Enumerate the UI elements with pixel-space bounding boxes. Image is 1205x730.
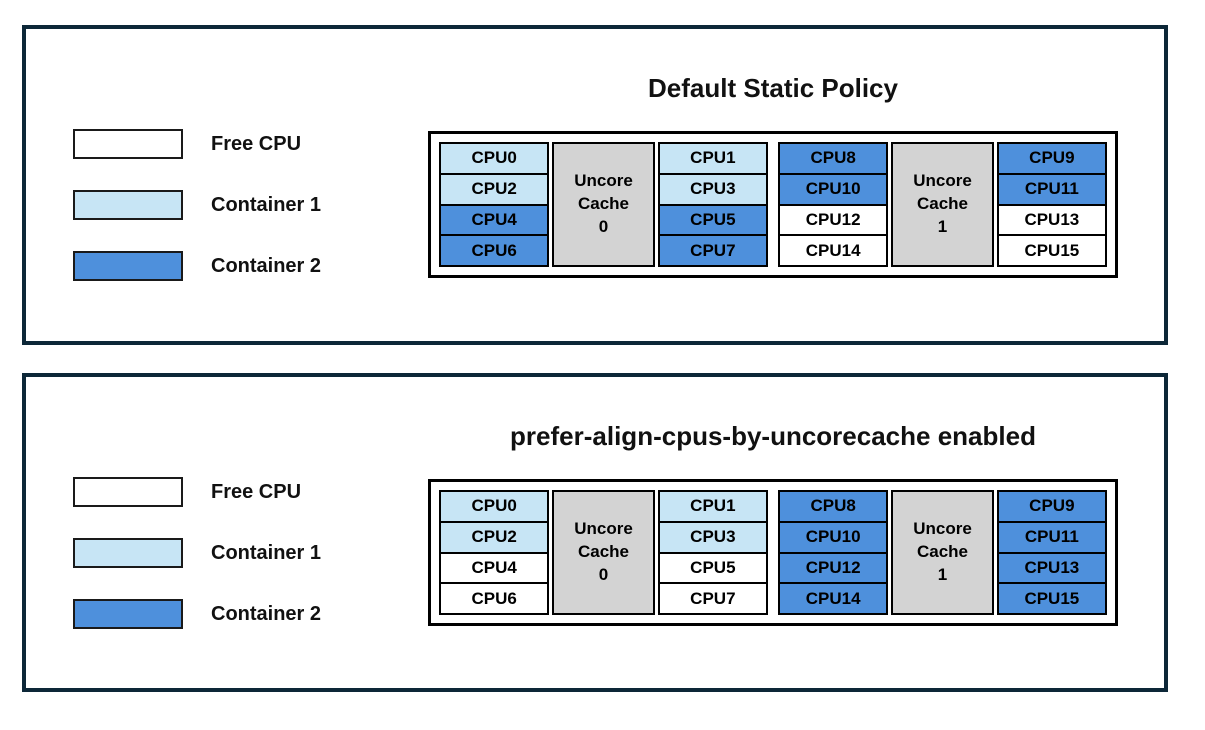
cpu-cell: CPU1 xyxy=(657,142,768,175)
uncore-cache-label-line: 1 xyxy=(937,216,948,236)
cpu-cell: CPU6 xyxy=(439,234,550,267)
cpu-cell: CPU2 xyxy=(439,520,550,554)
cpu-cell: CPU9 xyxy=(996,142,1107,175)
cpu-cell: CPU3 xyxy=(657,520,768,554)
uncore-cache-label-line: Uncore xyxy=(913,519,972,539)
uncore-cache-0-group: CPU0 CPU2 CPU4 CPU6 Uncore Cache 0 CPU1 … xyxy=(439,142,768,267)
legend-label: Container 1 xyxy=(211,541,322,564)
cpu-cell: CPU3 xyxy=(657,172,768,206)
legend-swatch-free-cpu xyxy=(73,129,183,159)
uncore-cache-label-line: Uncore xyxy=(913,171,972,191)
cpu-cell: CPU13 xyxy=(996,203,1107,237)
uncore-cache-label-line: Cache xyxy=(916,194,968,214)
cpu-cell: CPU5 xyxy=(657,551,768,585)
cpu-cell: CPU12 xyxy=(778,551,889,585)
cpu-cell: CPU9 xyxy=(996,490,1107,523)
cpu-cell: CPU13 xyxy=(996,551,1107,585)
legend-label: Container 1 xyxy=(211,193,322,216)
cpu-cell: CPU8 xyxy=(778,490,889,523)
legend-swatch-container-2 xyxy=(73,251,183,281)
legend-label: Container 2 xyxy=(211,254,322,277)
cpu-cell: CPU7 xyxy=(657,234,768,267)
uncore-cache-label-line: Uncore xyxy=(574,171,633,191)
cpu-topology-diagram: CPU0 CPU2 CPU4 CPU6 Uncore Cache 0 CPU1 … xyxy=(428,479,1118,626)
uncore-cache-label-line: 0 xyxy=(598,216,609,236)
cpu-cell: CPU12 xyxy=(778,203,889,237)
uncore-cache-label-line: 0 xyxy=(598,564,609,584)
uncore-cache-label-line: Cache xyxy=(577,542,629,562)
panel-title: prefer-align-cpus-by-uncorecache enabled xyxy=(510,421,1036,451)
cpu-column-right: CPU9 CPU11 CPU13 CPU15 xyxy=(996,142,1107,267)
legend-item-container-2: Container 2 xyxy=(73,599,321,629)
legend-label: Free CPU xyxy=(211,480,302,503)
uncore-cache-label-line: Cache xyxy=(577,194,629,214)
cpu-cell: CPU5 xyxy=(657,203,768,237)
cpu-cell: CPU11 xyxy=(996,520,1107,554)
cpu-cell: CPU14 xyxy=(778,582,889,615)
legend-swatch-free-cpu xyxy=(73,477,183,507)
uncore-cache-0-box: Uncore Cache 0 xyxy=(552,142,655,267)
uncore-cache-label-line: Cache xyxy=(916,542,968,562)
uncore-cache-label-line: 1 xyxy=(937,564,948,584)
uncore-cache-label-line: Uncore xyxy=(574,519,633,539)
uncore-cache-1-box: Uncore Cache 1 xyxy=(891,490,994,615)
cpu-topology-diagram: CPU0 CPU2 CPU4 CPU6 Uncore Cache 0 CPU1 … xyxy=(428,131,1118,278)
cpu-cell: CPU2 xyxy=(439,172,550,206)
legend-label: Free CPU xyxy=(211,132,302,155)
cpu-cell: CPU10 xyxy=(778,520,889,554)
legend-item-container-2: Container 2 xyxy=(73,251,321,281)
legend-swatch-container-1 xyxy=(73,190,183,220)
cpu-column-left: CPU8 CPU10 CPU12 CPU14 xyxy=(778,142,889,267)
legend: Free CPU Container 1 Container 2 xyxy=(73,477,321,660)
cpu-cell: CPU0 xyxy=(439,142,550,175)
legend-item-container-1: Container 1 xyxy=(73,190,321,220)
cpu-cell: CPU14 xyxy=(778,234,889,267)
uncore-cache-0-box: Uncore Cache 0 xyxy=(552,490,655,615)
cpu-column-right: CPU1 CPU3 CPU5 CPU7 xyxy=(657,490,768,615)
legend-swatch-container-2 xyxy=(73,599,183,629)
uncore-cache-1-box: Uncore Cache 1 xyxy=(891,142,994,267)
cpu-column-left: CPU8 CPU10 CPU12 CPU14 xyxy=(778,490,889,615)
legend-label: Container 2 xyxy=(211,602,322,625)
cpu-cell: CPU0 xyxy=(439,490,550,523)
legend: Free CPU Container 1 Container 2 xyxy=(73,129,321,312)
cpu-cell: CPU8 xyxy=(778,142,889,175)
uncore-cache-1-group: CPU8 CPU10 CPU12 CPU14 Uncore Cache 1 CP… xyxy=(778,490,1107,615)
cpu-column-right: CPU1 CPU3 CPU5 CPU7 xyxy=(657,142,768,267)
cpu-cell: CPU1 xyxy=(657,490,768,523)
cpu-cell: CPU10 xyxy=(778,172,889,206)
cpu-column-left: CPU0 CPU2 CPU4 CPU6 xyxy=(439,142,550,267)
cpu-cell: CPU15 xyxy=(996,582,1107,615)
legend-item-free-cpu: Free CPU xyxy=(73,129,321,159)
uncore-cache-0-group: CPU0 CPU2 CPU4 CPU6 Uncore Cache 0 CPU1 … xyxy=(439,490,768,615)
panel-default-static-policy: Default Static Policy Free CPU Container… xyxy=(22,25,1168,345)
legend-swatch-container-1 xyxy=(73,538,183,568)
panel-title: Default Static Policy xyxy=(648,73,898,103)
cpu-column-left: CPU0 CPU2 CPU4 CPU6 xyxy=(439,490,550,615)
cpu-cell: CPU7 xyxy=(657,582,768,615)
legend-item-free-cpu: Free CPU xyxy=(73,477,321,507)
cpu-column-right: CPU9 CPU11 CPU13 CPU15 xyxy=(996,490,1107,615)
panel-prefer-align-cpus-by-uncorecache: prefer-align-cpus-by-uncorecache enabled… xyxy=(22,373,1168,692)
cpu-cell: CPU6 xyxy=(439,582,550,615)
uncore-cache-1-group: CPU8 CPU10 CPU12 CPU14 Uncore Cache 1 CP… xyxy=(778,142,1107,267)
cpu-cell: CPU11 xyxy=(996,172,1107,206)
cpu-cell: CPU4 xyxy=(439,203,550,237)
cpu-cell: CPU15 xyxy=(996,234,1107,267)
cpu-cell: CPU4 xyxy=(439,551,550,585)
legend-item-container-1: Container 1 xyxy=(73,538,321,568)
